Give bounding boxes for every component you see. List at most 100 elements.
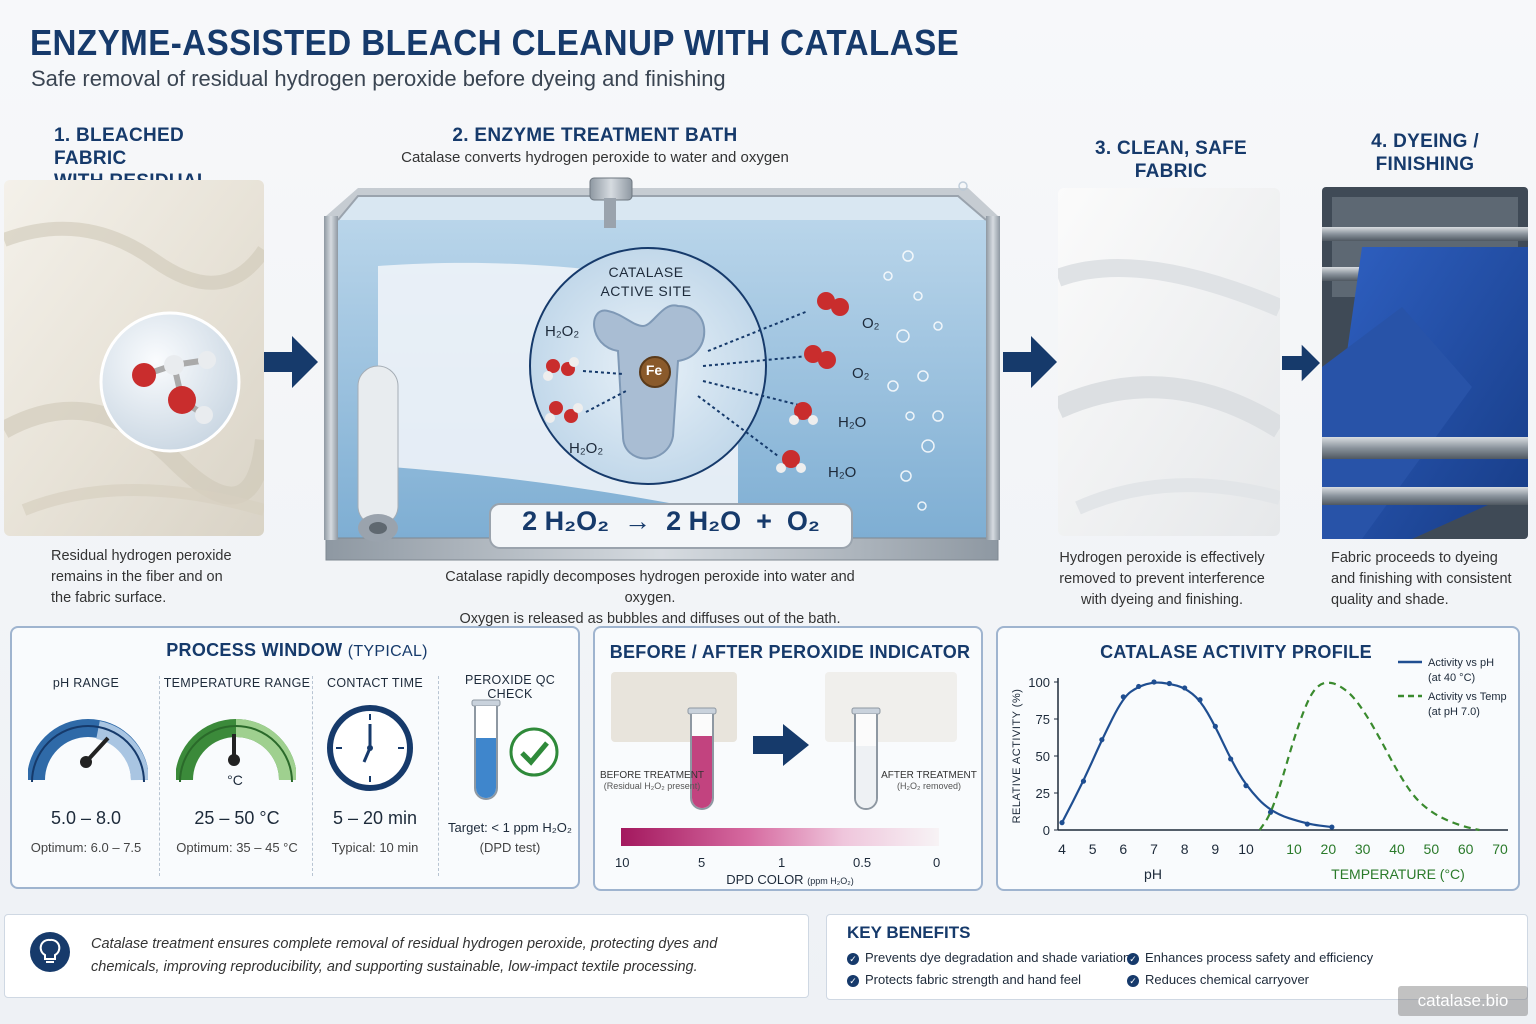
scale-label: DPD COLOR (ppm H₂O₂) <box>726 872 854 887</box>
y-axis-title: RELATIVE ACTIVITY (%) <box>1011 689 1023 824</box>
indicator-panel: BEFORE / AFTER PEROXIDE INDICATOR BEFORE… <box>593 626 983 891</box>
series-point <box>1228 756 1234 762</box>
scale-tick-5: 5 <box>698 855 706 870</box>
ph-optimum: Optimum: 6.0 – 7.5 <box>30 840 142 855</box>
summary-note: Catalase treatment ensures complete remo… <box>91 936 718 975</box>
scale-tick-0-5: 0.5 <box>853 855 872 870</box>
step4-caption: Fabric proceeds to dyeing and finishing … <box>1331 550 1512 608</box>
step3-caption: Hydrogen peroxide is effectively removed… <box>1059 550 1265 608</box>
benefit-item: ✓Reduces chemical carryover <box>1127 972 1309 987</box>
series-point <box>1059 820 1065 826</box>
x-tick-label: 8 <box>1181 841 1189 857</box>
check-icon: ✓ <box>1127 952 1139 965</box>
ph-gauge-icon <box>28 719 148 783</box>
ph-range-label: pH RANGE <box>52 676 120 690</box>
series-point <box>1212 723 1218 729</box>
scale-tick-10: 10 <box>615 855 630 870</box>
series-point <box>1151 679 1157 685</box>
dpd-color-scale <box>621 828 939 846</box>
chart-title: CATALASE ACTIVITY PROFILE <box>1100 642 1372 662</box>
x-tick-label: 50 <box>1424 841 1440 857</box>
series-point <box>1080 778 1087 784</box>
series-point <box>1136 683 1142 690</box>
x-tick-label: 4 <box>1058 841 1066 857</box>
temperature-gauge-icon <box>176 719 296 783</box>
series-point <box>1304 821 1310 827</box>
peroxide-target: Target: < 1 ppm H₂O₂ <box>448 820 572 835</box>
iron-center-icon <box>639 356 671 388</box>
temperature-unit: °C <box>227 772 243 788</box>
scale-tick-1: 1 <box>778 855 786 870</box>
benefit-item: ✓Prevents dye degradation and shade vari… <box>847 950 1130 965</box>
x-tick-label: 20 <box>1321 841 1337 857</box>
step3-heading: 3. CLEAN, SAFE FABRIC <box>1095 138 1247 182</box>
equation-pill <box>489 503 853 549</box>
key-benefits-title: KEY BENEFITS <box>847 923 971 942</box>
x-tick-label: 40 <box>1389 841 1405 857</box>
x-tick-label: 70 <box>1492 841 1508 857</box>
series-point <box>1329 824 1335 830</box>
x-tick-label: 10 <box>1238 841 1254 857</box>
pink-test-tube-icon <box>687 707 717 810</box>
before-label: BEFORE TREATMENT (Residual H₂O₂ present) <box>599 770 705 791</box>
legend-label: Activity vs pH <box>1428 657 1494 669</box>
reactant-label-2: H₂O₂ <box>569 440 604 457</box>
arrow-right-icon <box>1003 336 1057 388</box>
watermark: catalase.bio <box>1398 986 1528 1016</box>
series-point <box>1182 685 1188 691</box>
summary-box: Catalase treatment ensures complete remo… <box>4 914 809 998</box>
y-tick-label: 50 <box>1036 749 1050 764</box>
scale-tick-0: 0 <box>933 855 941 870</box>
series-point <box>1243 783 1249 789</box>
step2-subheading: Catalase converts hydrogen peroxide to w… <box>401 149 789 166</box>
test-tube-icon <box>471 699 501 800</box>
x-tick-label: 5 <box>1089 841 1097 857</box>
y-tick-label: 0 <box>1043 823 1050 838</box>
product-label-h2o-1: H₂O <box>838 414 867 431</box>
step2-heading: 2. ENZYME TREATMENT BATH <box>452 125 738 146</box>
enzyme-bath-illustration <box>324 177 1000 561</box>
after-swatch <box>825 672 957 742</box>
benefit-item: ✓Protects fabric strength and hand feel <box>847 972 1081 987</box>
legend-sublabel: (at 40 °C) <box>1428 672 1475 684</box>
ph-range-value: 5.0 – 8.0 <box>50 808 122 828</box>
series-line-1 <box>1258 681 1480 832</box>
after-label: AFTER TREATMENT (H₂O₂ removed) <box>881 770 977 791</box>
h2o2-molecule-bubble <box>99 311 241 453</box>
process-window-panel: PROCESS WINDOW (TYPICAL) pH RANGE 5.0 – … <box>10 626 580 889</box>
active-site-title: CATALASE ACTIVE SITE <box>600 264 692 299</box>
reactant-label-1: H₂O₂ <box>545 323 580 340</box>
clear-test-tube-icon <box>851 707 881 810</box>
process-window-title: PROCESS WINDOW (TYPICAL) <box>166 640 428 660</box>
series-line-0 <box>1061 681 1332 829</box>
x-tick-label: 6 <box>1119 841 1127 857</box>
x-tick-label: 30 <box>1355 841 1371 857</box>
indicator-title: BEFORE / AFTER PEROXIDE INDICATOR <box>609 642 971 662</box>
x-tick-label: 10 <box>1286 841 1302 857</box>
arrow-right-icon <box>753 724 809 766</box>
check-icon: ✓ <box>847 974 859 987</box>
active-site-metal: Fe <box>645 362 663 378</box>
x-tick-label: 7 <box>1150 841 1158 857</box>
benefit-item: ✓Enhances process safety and efficiency <box>1127 950 1373 965</box>
contact-time-value: 5 – 20 min <box>332 808 418 828</box>
page-subtitle: Safe removal of residual hydrogen peroxi… <box>31 66 726 91</box>
clock-icon <box>327 705 413 791</box>
y-tick-label: 75 <box>1036 712 1050 727</box>
series-point <box>1120 694 1126 700</box>
peroxide-qc-label: PEROXIDE QC CHECK <box>464 673 556 701</box>
temperature-range-label: TEMPERATURE RANGE <box>163 676 311 690</box>
series-point <box>1267 809 1274 815</box>
arrow-right-icon <box>1282 344 1320 382</box>
peroxide-test-method: (DPD test) <box>479 840 541 855</box>
step2-caption: Catalase rapidly decomposes hydrogen per… <box>445 569 855 627</box>
product-label-o2-1: O₂ <box>862 315 880 332</box>
check-icon: ✓ <box>1127 974 1139 987</box>
y-tick-label: 100 <box>1028 675 1050 690</box>
check-icon: ✓ <box>847 952 859 965</box>
page-title: ENZYME-ASSISTED BLEACH CLEANUP WITH CATA… <box>30 22 960 63</box>
series-point <box>1197 697 1203 703</box>
bleached-fabric-image <box>4 180 264 536</box>
